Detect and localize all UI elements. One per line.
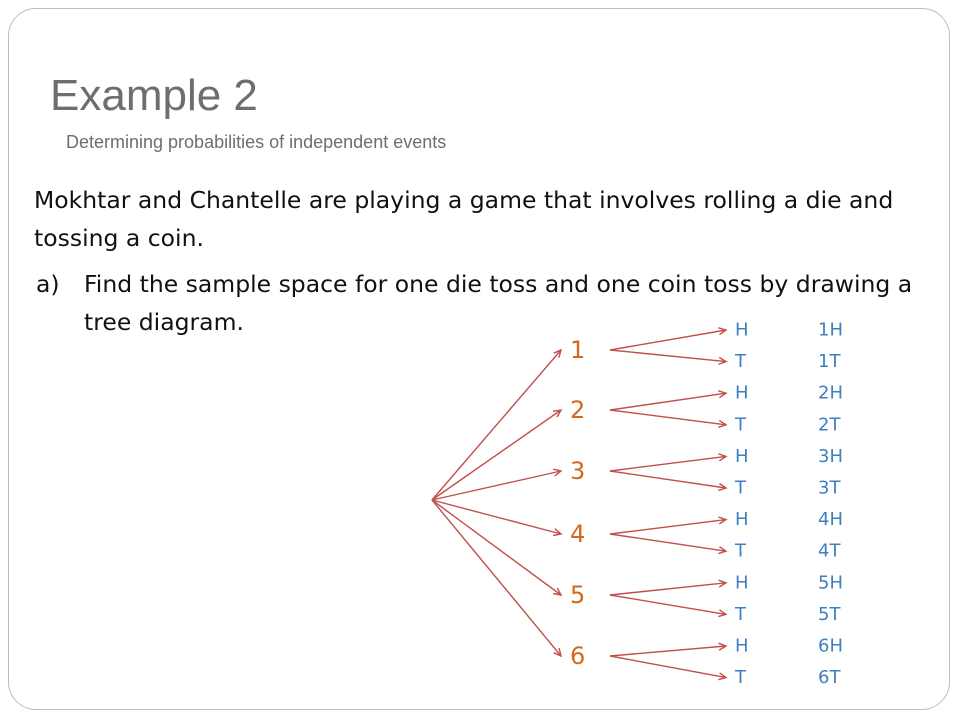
die-branch-1-head: [553, 348, 563, 358]
coin-outcome-6T: T: [734, 667, 747, 688]
slide-frame: [8, 8, 950, 710]
slide-title: Example 2: [50, 71, 258, 120]
coin-branch-3H: [609, 455, 727, 472]
coin-branch-1H-head: [718, 327, 728, 336]
die-branch-3-head: [553, 468, 563, 477]
coin-branch-1T-head: [718, 356, 728, 365]
problem-intro: Mokhtar and Chantelle are playing a game…: [34, 186, 894, 252]
coin-outcome-2H: H: [735, 383, 749, 404]
coin-branch-3T-head: [718, 482, 728, 492]
coin-branch-1T: [609, 349, 727, 363]
coin-branch-2T-head: [718, 419, 728, 428]
coin-outcome-6H: H: [735, 636, 749, 657]
coin-branch-3H-head: [718, 453, 728, 462]
sample-space-5H: 5H: [818, 572, 843, 593]
sample-space-3T: 3T: [818, 478, 841, 499]
die-branch-4-head: [552, 528, 563, 537]
die-outcome-2: 2: [570, 396, 585, 424]
die-branch-5: [431, 499, 562, 596]
die-branch-3: [431, 470, 562, 501]
coin-outcome-1T: T: [734, 351, 747, 372]
coin-outcome-5T: T: [734, 604, 747, 625]
die-branch-2-head: [552, 409, 563, 418]
coin-branch-3T: [609, 470, 727, 489]
sample-space-4T: 4T: [818, 541, 841, 562]
die-outcome-1: 1: [570, 336, 585, 364]
sample-space-5T: 5T: [818, 604, 841, 625]
sample-space-6H: 6H: [818, 636, 843, 657]
coin-branch-2H-head: [718, 390, 728, 399]
die-branch-6-head: [553, 648, 563, 658]
coin-outcome-5H: H: [735, 572, 749, 593]
sample-space-3H: 3H: [818, 446, 843, 467]
sample-space-1T: 1T: [818, 351, 841, 372]
coin-outcome-3H: H: [735, 446, 749, 467]
coin-outcome-4H: H: [735, 509, 749, 530]
coin-branch-4T: [609, 533, 727, 552]
coin-branch-5H-head: [718, 579, 728, 588]
coin-branch-4T-head: [718, 546, 728, 555]
coin-outcome-2T: T: [734, 414, 747, 435]
slide-subtitle: Determining probabilities of independent…: [66, 132, 447, 152]
coin-branch-1H: [609, 329, 727, 351]
sample-space-2H: 2H: [818, 383, 843, 404]
die-branch-5-head: [552, 587, 563, 596]
coin-branch-4H-head: [718, 516, 728, 525]
coin-branch-2T: [609, 409, 727, 426]
part-a-text: Find the sample space for one die toss a…: [84, 270, 913, 336]
die-outcome-4: 4: [570, 520, 585, 548]
coin-branch-5H: [609, 582, 727, 596]
coin-outcome-3T: T: [734, 478, 747, 499]
die-branch-2: [431, 409, 562, 501]
coin-branch-4H: [609, 518, 727, 535]
die-outcome-6: 6: [570, 642, 585, 670]
die-branch-6: [431, 499, 562, 657]
coin-branch-6H: [609, 645, 727, 657]
coin-outcome-1H: H: [735, 320, 749, 341]
coin-branch-6H-head: [718, 642, 728, 651]
die-outcome-3: 3: [570, 457, 585, 485]
sample-space-2T: 2T: [818, 414, 841, 435]
coin-outcome-4T: T: [734, 541, 747, 562]
die-branch-4: [431, 499, 562, 535]
die-branch-1: [431, 349, 562, 501]
coin-branch-5T-head: [718, 609, 728, 618]
sample-space-6T: 6T: [818, 667, 841, 688]
coin-branch-6T: [609, 655, 727, 679]
sample-space-1H: 1H: [818, 320, 843, 341]
coin-branch-5T: [609, 594, 727, 616]
die-outcome-5: 5: [570, 581, 585, 609]
coin-branch-2H: [609, 392, 727, 411]
sample-space-4H: 4H: [818, 509, 843, 530]
part-a-label: a): [36, 270, 60, 298]
coin-branch-6T-head: [718, 672, 728, 681]
